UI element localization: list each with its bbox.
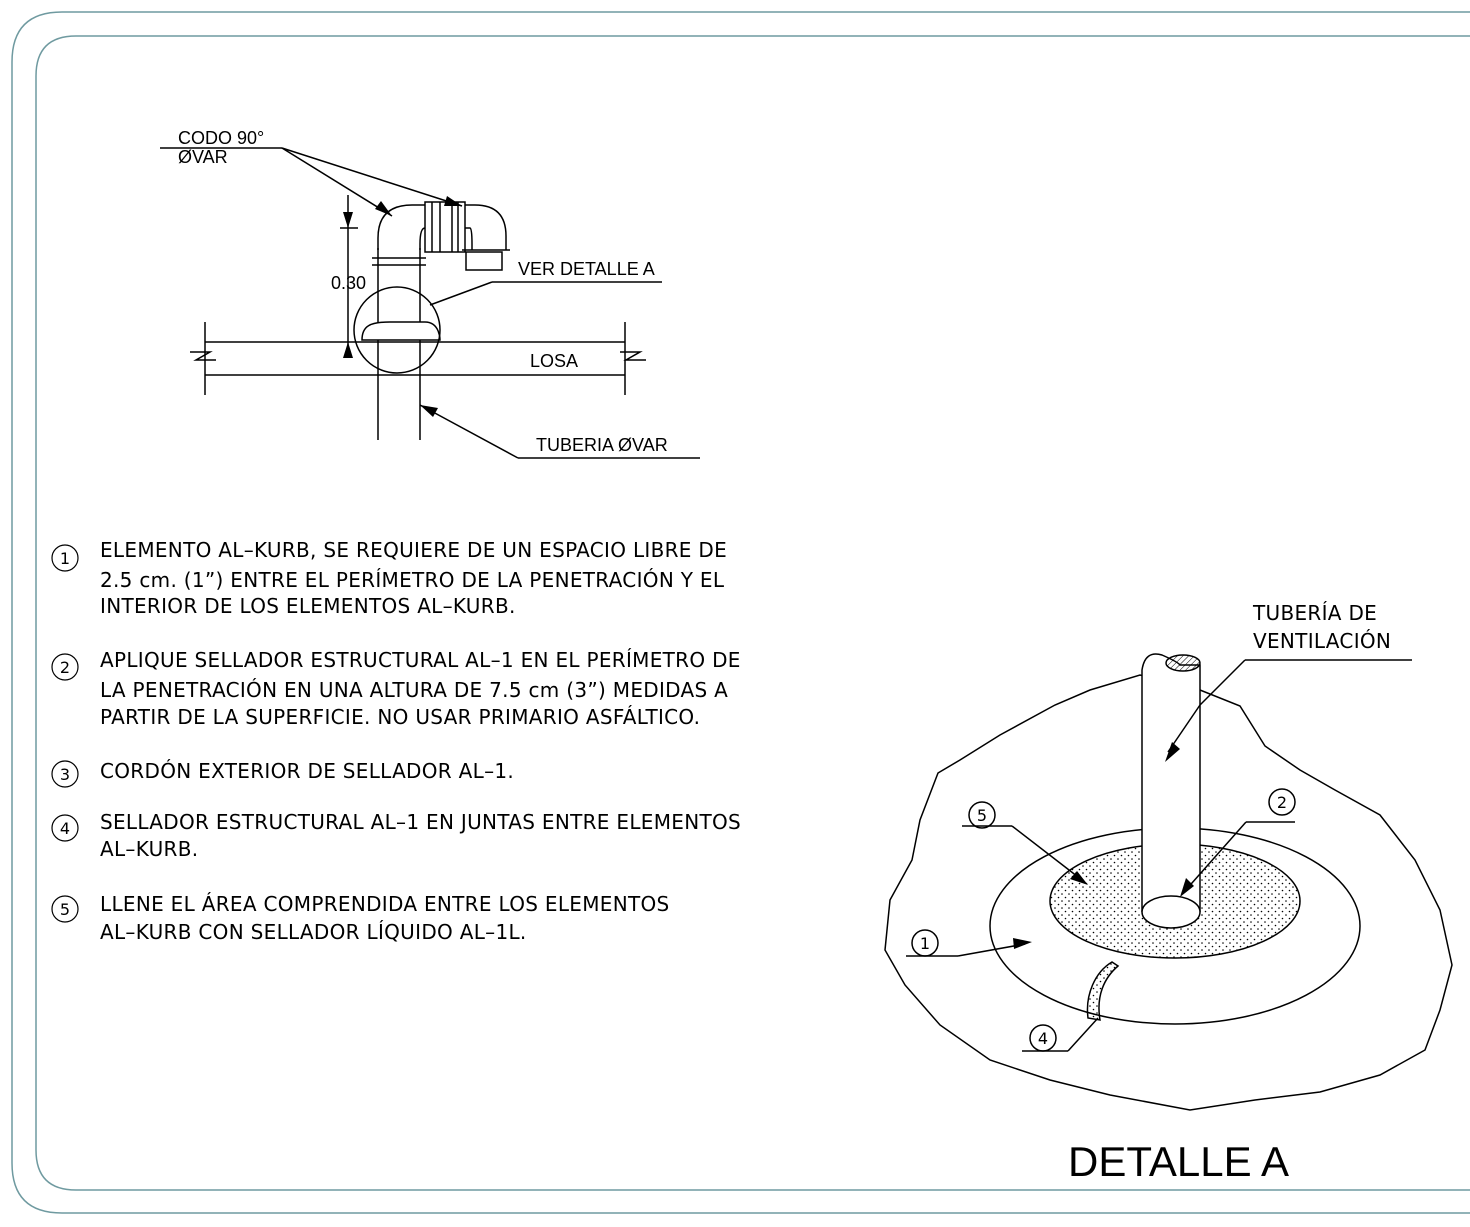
note-line: 2.5 cm. (1”) ENTRE EL PERÍMETRO DE LA PE… <box>100 568 725 592</box>
pipe-label: TUBERIA ØVAR <box>536 435 668 455</box>
elevation-leaders <box>160 147 700 459</box>
elevation-detail <box>160 147 700 459</box>
roof-surface-outline <box>884 674 1453 1111</box>
note-item: 4 SELLADOR ESTRUCTURAL AL–1 EN JUNTAS EN… <box>51 810 741 861</box>
note-line: SELLADOR ESTRUCTURAL AL–1 EN JUNTAS ENTR… <box>100 810 741 834</box>
note-line: LA PENETRACIÓN EN UNA ALTURA DE 7.5 cm (… <box>100 678 728 702</box>
note-line: PARTIR DE LA SUPERFICIE. NO USAR PRIMARI… <box>100 705 700 729</box>
vent-pipe-label-2: VENTILACIÓN <box>1253 629 1391 653</box>
dimension-value: 0.30 <box>331 273 366 293</box>
note-number: 2 <box>60 658 70 677</box>
note-line: ELEMENTO AL–KURB, SE REQUIERE DE UN ESPA… <box>100 538 727 562</box>
callout-number-5: 5 <box>977 806 987 825</box>
note-item: 5 LLENE EL ÁREA COMPRENDIDA ENTRE LOS EL… <box>51 892 670 944</box>
notes-list: 1 ELEMENTO AL–KURB, SE REQUIERE DE UN ES… <box>51 538 741 944</box>
callout-number-4: 4 <box>1038 1029 1048 1048</box>
note-line: LLENE EL ÁREA COMPRENDIDA ENTRE LOS ELEM… <box>100 892 670 916</box>
note-number: 5 <box>60 900 70 919</box>
note-number-circle <box>51 653 79 681</box>
sheet-frame <box>11 11 1470 1214</box>
detail-a <box>884 653 1453 1111</box>
callout-circle <box>1029 1024 1057 1052</box>
detail-a-leaders <box>906 659 1412 1052</box>
note-number-circle <box>51 895 79 923</box>
note-line: AL–KURB CON SELLADOR LÍQUIDO AL–1L. <box>100 920 527 944</box>
elbow-fitting <box>377 201 510 271</box>
slab <box>190 322 646 395</box>
note-line: CORDÓN EXTERIOR DE SELLADOR AL–1. <box>100 759 514 783</box>
vent-pipe-label: TUBERÍA DE <box>1252 601 1377 625</box>
callout-circle <box>968 801 996 829</box>
height-dimension <box>340 195 358 358</box>
note-line: APLIQUE SELLADOR ESTRUCTURAL AL–1 EN EL … <box>100 648 741 672</box>
note-line: AL–KURB. <box>100 837 198 861</box>
note-number-circle <box>51 814 79 842</box>
detail-a-circle <box>353 286 441 374</box>
note-item: 3 CORDÓN EXTERIOR DE SELLADOR AL–1. <box>51 759 514 788</box>
note-item: 1 ELEMENTO AL–KURB, SE REQUIERE DE UN ES… <box>51 538 727 618</box>
joint-sealant <box>1086 961 1120 1021</box>
note-number-circle <box>51 544 79 572</box>
elbow-diameter-label: ØVAR <box>178 147 228 167</box>
elbow-label: CODO 90° <box>178 128 264 148</box>
vertical-pipe <box>372 248 426 440</box>
see-detail-label: VER DETALLE A <box>518 259 655 279</box>
slab-label: LOSA <box>530 351 578 371</box>
note-item: 2 APLIQUE SELLADOR ESTRUCTURAL AL–1 EN E… <box>51 648 741 729</box>
note-number: 3 <box>60 765 70 784</box>
note-number: 1 <box>60 549 70 568</box>
note-number: 4 <box>60 819 70 838</box>
vent-pipe <box>1141 653 1201 929</box>
callout-number-2: 2 <box>1277 793 1287 812</box>
callout-number-1: 1 <box>920 934 930 953</box>
callout-circle <box>911 929 939 957</box>
note-number-circle <box>51 760 79 788</box>
curb-element <box>361 321 441 341</box>
callout-circle <box>1268 788 1296 816</box>
note-line: INTERIOR DE LOS ELEMENTOS AL–KURB. <box>100 594 516 618</box>
detail-a-title: DETALLE A <box>1068 1138 1289 1185</box>
